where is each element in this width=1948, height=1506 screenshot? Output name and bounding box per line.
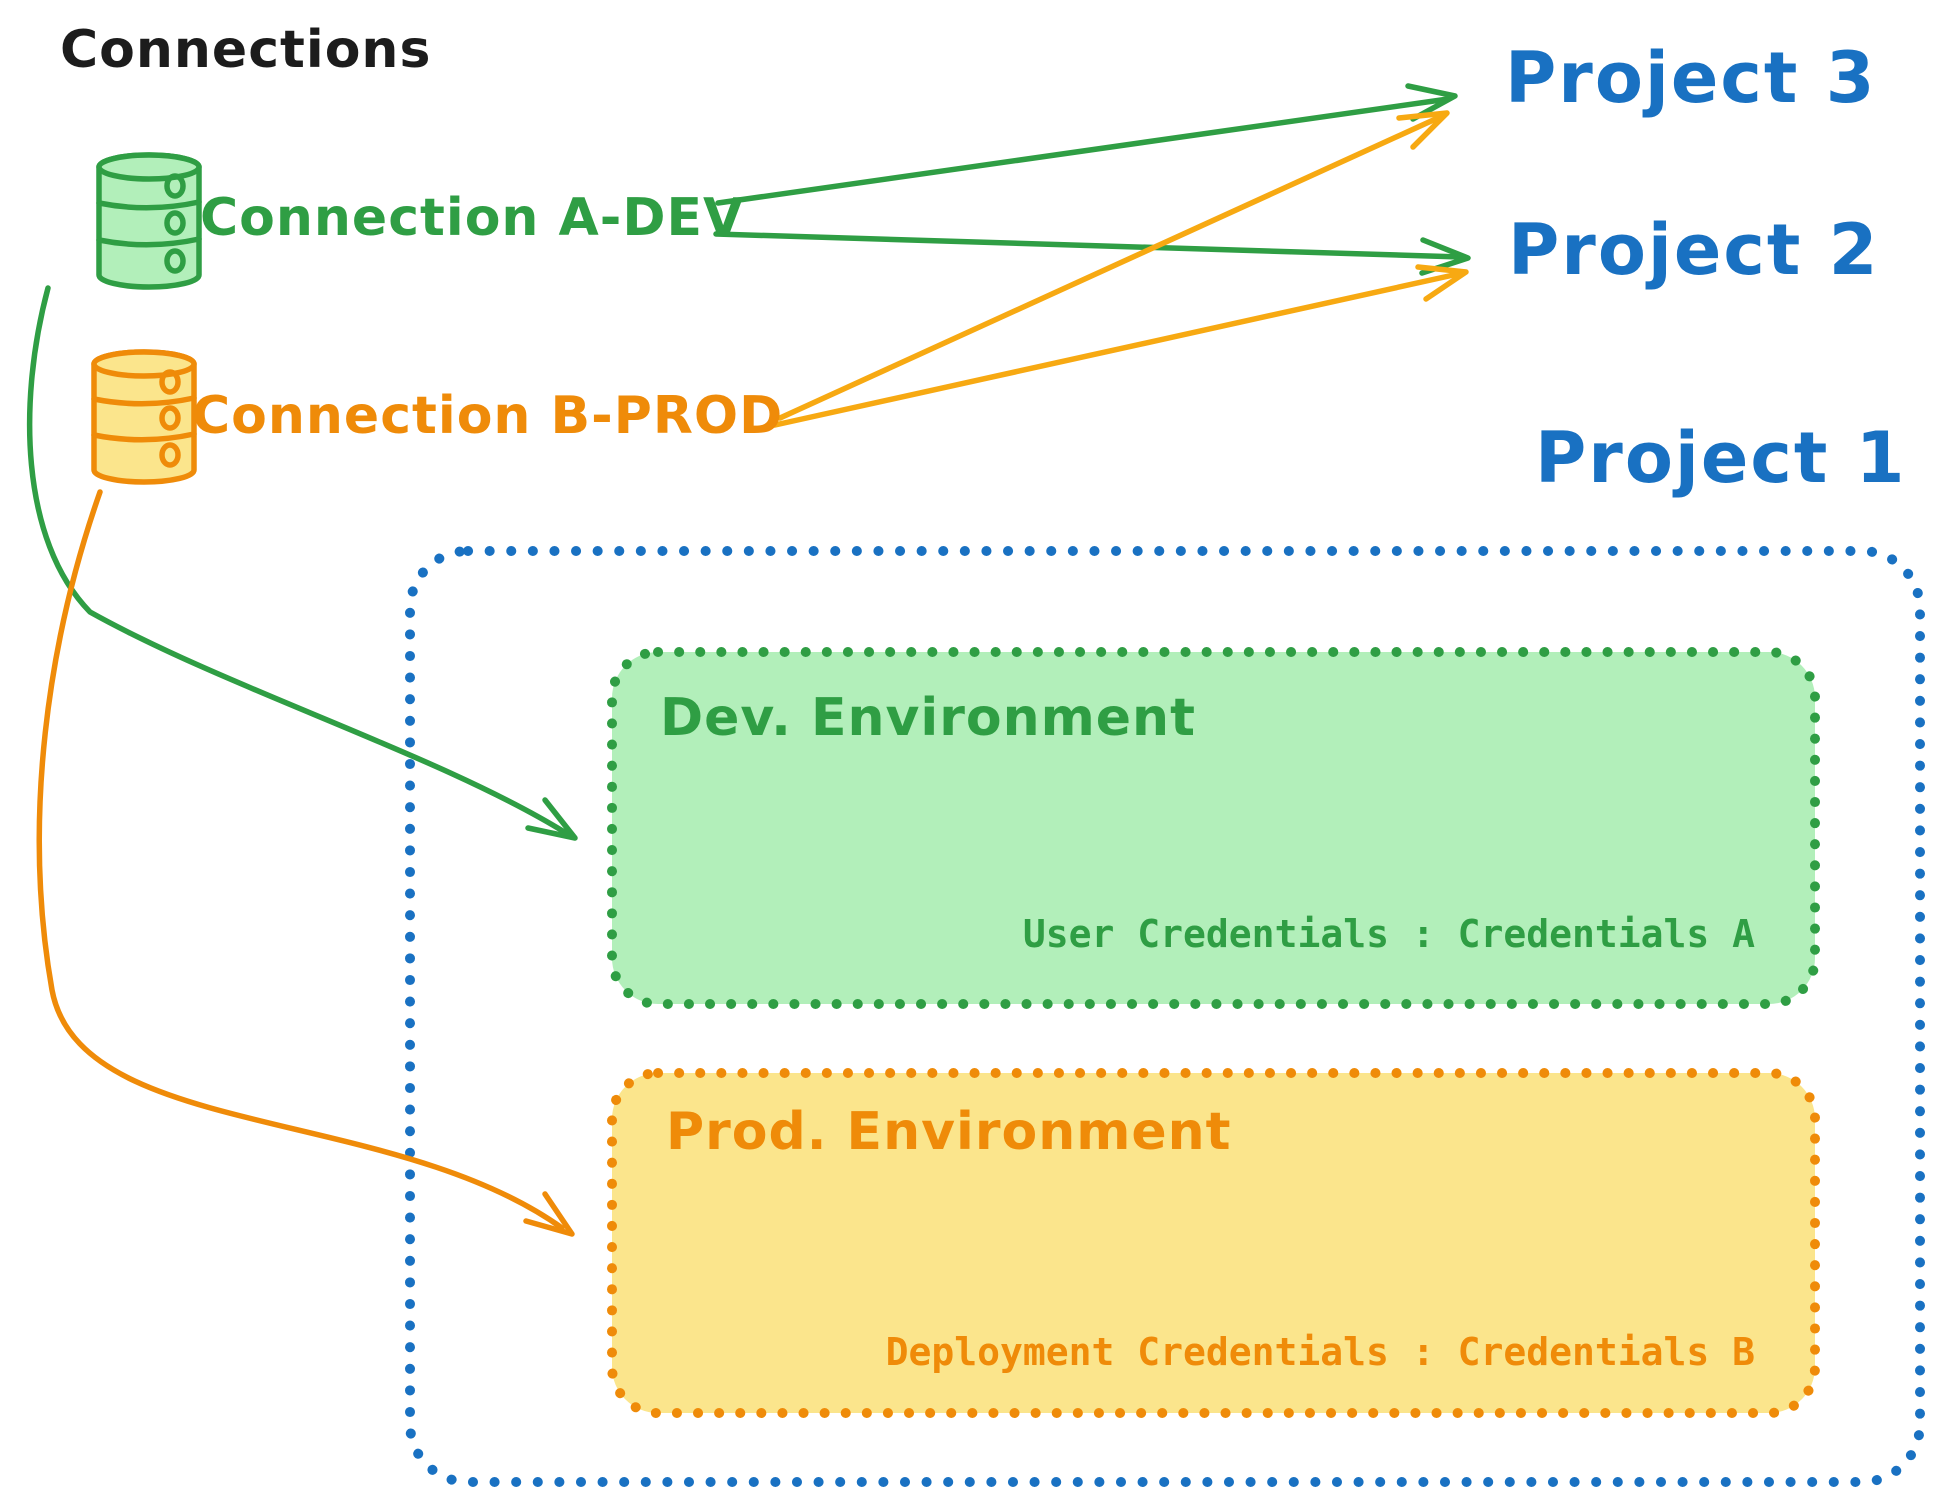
diagram-title: Connections	[60, 20, 432, 80]
arrow-b-prod-to-project2	[772, 264, 1469, 428]
database-icon-a-dev	[96, 152, 202, 290]
arrow-b-prod-to-project3	[777, 110, 1450, 421]
connection-b-prod-label: Connection B-PROD	[192, 386, 784, 446]
database-icon-b-prod	[91, 349, 197, 485]
dev-environment-box	[607, 647, 1820, 1009]
project-2-label: Project 2	[1508, 209, 1880, 291]
dev-environment-title: Dev. Environment	[660, 688, 1196, 748]
project-1-label: Project 1	[1535, 417, 1907, 499]
arrow-b-prod-to-prod-environment	[36, 489, 575, 1237]
connection-a-dev-label: Connection A-DEV	[200, 188, 745, 248]
project1-box	[405, 546, 1925, 1487]
dev-environment-credentials: User Credentials : Credentials A	[1022, 912, 1755, 956]
prod-environment-title: Prod. Environment	[666, 1102, 1232, 1162]
arrow-a-dev-to-project3	[715, 83, 1458, 206]
arrow-a-dev-to-project2	[713, 231, 1471, 276]
arrow-a-dev-to-dev-environment	[26, 285, 578, 841]
prod-environment-credentials: Deployment Credentials : Credentials B	[885, 1330, 1755, 1374]
project-3-label: Project 3	[1505, 37, 1877, 119]
prod-environment-box	[607, 1068, 1820, 1418]
